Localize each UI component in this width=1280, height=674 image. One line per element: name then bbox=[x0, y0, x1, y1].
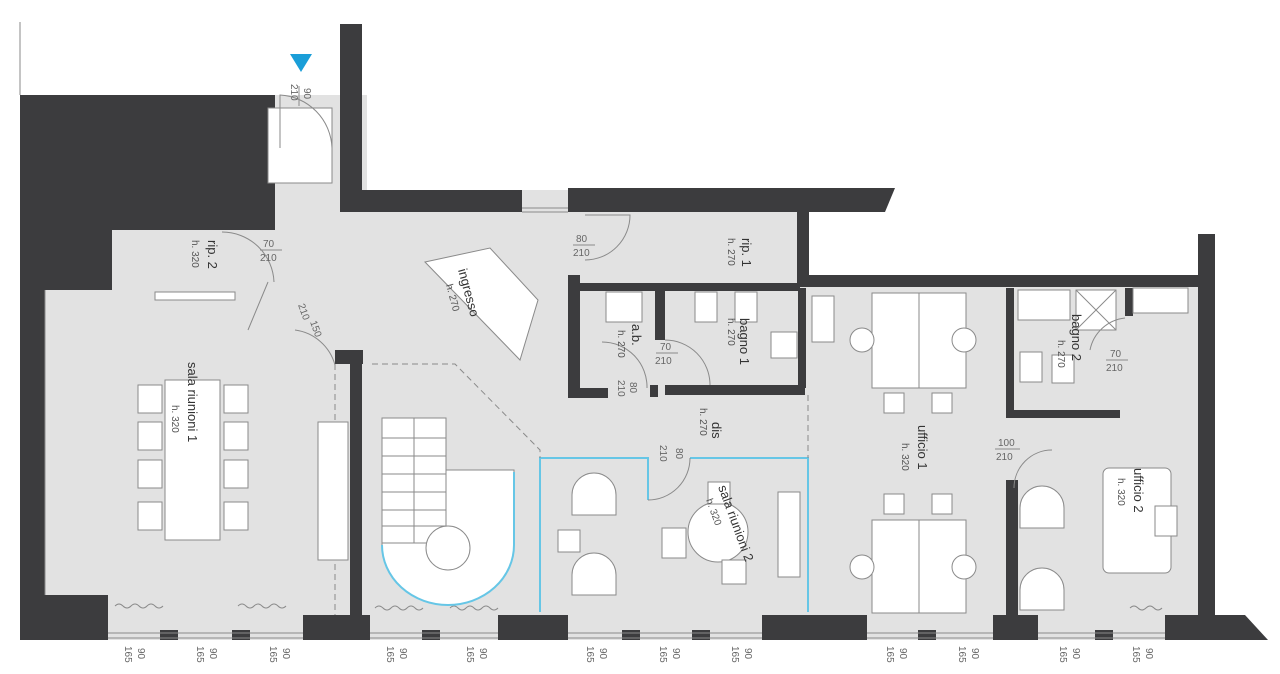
bagno2-name: bagno 2 bbox=[1069, 314, 1084, 361]
window-label: 90 bbox=[597, 648, 608, 660]
entrance-steps bbox=[267, 107, 539, 361]
door-ab-height: 210 bbox=[615, 380, 626, 397]
door-entrance-height: 210 bbox=[288, 84, 299, 101]
ufficio2-name: ufficio 2 bbox=[1131, 468, 1146, 513]
sala2-furniture bbox=[557, 472, 801, 596]
ufficio1-height: h. 320 bbox=[899, 443, 910, 471]
door-ab-width: 80 bbox=[627, 382, 638, 394]
door-sala2-height: 210 bbox=[657, 445, 668, 462]
window-label: 165 bbox=[384, 646, 395, 663]
door-bagno2-width: 70 bbox=[1110, 349, 1122, 360]
window-label: 165 bbox=[884, 646, 895, 663]
window-label: 90 bbox=[477, 648, 488, 660]
window-label: 90 bbox=[969, 648, 980, 660]
door-rip1-width: 80 bbox=[576, 234, 588, 245]
windows bbox=[44, 207, 1165, 639]
doors bbox=[221, 94, 1126, 501]
window-label: 165 bbox=[956, 646, 967, 663]
door-rip2-height: 210 bbox=[260, 253, 277, 264]
window-label: 165 bbox=[1130, 646, 1141, 663]
door-entrance-width: 90 bbox=[301, 88, 312, 100]
window-label: 165 bbox=[657, 646, 668, 663]
sala1-height: h. 320 bbox=[169, 405, 180, 433]
door-bagno1-height: 210 bbox=[655, 356, 672, 367]
window-label: 165 bbox=[584, 646, 595, 663]
door-bagno1-width: 70 bbox=[660, 342, 672, 353]
sala1-furniture bbox=[137, 291, 349, 561]
ab-name: a.b. bbox=[629, 324, 644, 346]
bagno1-name: bagno 1 bbox=[737, 318, 752, 365]
ufficio1-name: ufficio 1 bbox=[915, 425, 930, 470]
rip2-height: h. 320 bbox=[189, 240, 200, 268]
window-label: 165 bbox=[464, 646, 475, 663]
door-ufficio2-height: 210 bbox=[996, 452, 1013, 463]
ab-height: h. 270 bbox=[615, 330, 626, 358]
entrance-marker-icon bbox=[290, 54, 312, 72]
door-rip1-height: 210 bbox=[573, 248, 590, 259]
bagno1-height: h. 270 bbox=[725, 318, 736, 346]
window-dimensions: 90 165 90 165 90 165 90 165 90 165 90 16… bbox=[122, 646, 1154, 663]
door-sala2-width: 80 bbox=[673, 448, 684, 460]
window-label: 90 bbox=[670, 648, 681, 660]
window-label: 90 bbox=[1070, 648, 1081, 660]
walls bbox=[20, 24, 1268, 640]
window-label: 165 bbox=[122, 646, 133, 663]
window-label: 90 bbox=[397, 648, 408, 660]
window-label: 90 bbox=[280, 648, 291, 660]
window-label: 90 bbox=[207, 648, 218, 660]
rip2-name: rip. 2 bbox=[205, 240, 220, 269]
window-label: 90 bbox=[1143, 648, 1154, 660]
ufficio1-furniture bbox=[811, 292, 977, 614]
dis-name: dis bbox=[709, 422, 724, 439]
ufficio2-height: h. 320 bbox=[1115, 478, 1126, 506]
door-rip2-width: 70 bbox=[263, 239, 275, 250]
rip1-name: rip. 1 bbox=[739, 238, 754, 267]
window-label: 165 bbox=[1057, 646, 1068, 663]
sala1-name: sala riunioni 1 bbox=[185, 362, 200, 442]
dis-height: h. 270 bbox=[697, 408, 708, 436]
window-label: 165 bbox=[729, 646, 740, 663]
door-bagno2-height: 210 bbox=[1106, 363, 1123, 374]
staircase bbox=[381, 417, 515, 606]
ufficio2-furniture bbox=[1019, 287, 1189, 611]
window-label: 165 bbox=[267, 646, 278, 663]
door-ufficio2-width: 100 bbox=[998, 438, 1015, 449]
window-label: 165 bbox=[194, 646, 205, 663]
door-dimensions: 90 210 70 210 150 210 80 210 80 210 70 2… bbox=[260, 84, 1128, 463]
window-label: 90 bbox=[742, 648, 753, 660]
window-label: 90 bbox=[897, 648, 908, 660]
bathroom-fixtures bbox=[605, 289, 1117, 384]
rip1-height: h. 270 bbox=[725, 238, 736, 266]
bagno2-height: h. 270 bbox=[1055, 340, 1066, 368]
window-label: 90 bbox=[135, 648, 146, 660]
